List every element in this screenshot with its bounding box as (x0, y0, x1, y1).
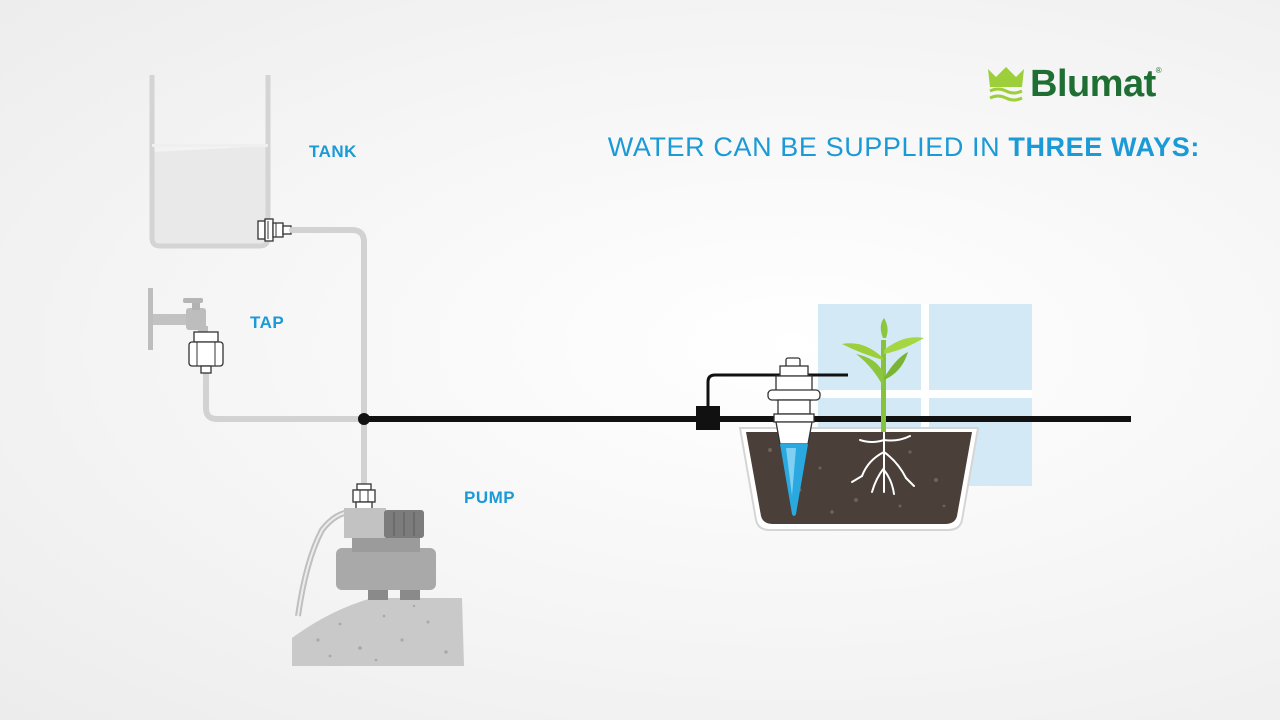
pump-icon (292, 508, 464, 666)
blumat-crown-icon (988, 67, 1024, 102)
supply-pipes (203, 227, 367, 493)
drip-line (696, 373, 848, 430)
pump-fitting-icon (352, 483, 376, 511)
blumat-logo: Blumat ® (986, 62, 1162, 106)
tap-icon (148, 288, 224, 374)
headline-bold: THREE WAYS: (1008, 132, 1200, 162)
headline-regular: WATER CAN BE SUPPLIED IN (607, 132, 1009, 162)
brand-name: Blumat (1030, 63, 1156, 105)
tank-label: TANK (309, 142, 357, 161)
headline: WATER CAN BE SUPPLIED IN THREE WAYS: (608, 132, 1200, 163)
tank-outlet-fitting-icon (257, 218, 292, 242)
main-supply-line (358, 413, 1131, 425)
pump-label: PUMP (464, 488, 516, 507)
water-sensor-icon (767, 357, 821, 516)
registered-mark: ® (1155, 66, 1162, 75)
plant-icon (842, 318, 924, 495)
tank-icon (149, 75, 271, 249)
plant-pot-icon (738, 427, 980, 531)
tap-label: TAP (250, 313, 285, 332)
